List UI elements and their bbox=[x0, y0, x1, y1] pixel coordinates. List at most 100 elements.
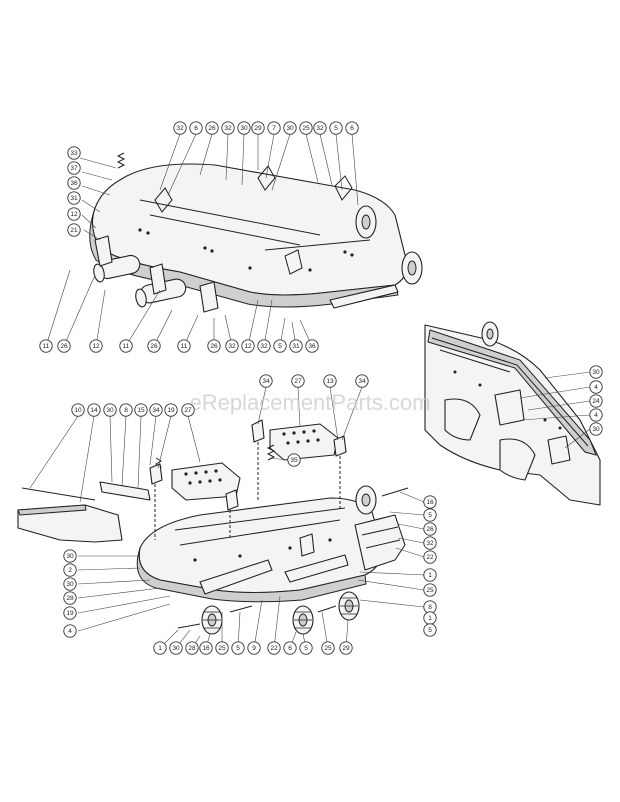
callout-upper-25: 12 bbox=[241, 339, 255, 353]
callout-upper-28: 31 bbox=[289, 339, 303, 353]
callout-label: 27 bbox=[184, 407, 192, 414]
callout-label: 34 bbox=[262, 378, 270, 385]
callout-upper-9: 32 bbox=[313, 121, 327, 135]
callout-label: 13 bbox=[326, 378, 334, 385]
lower-hanger-5 bbox=[299, 533, 315, 557]
upper-roller-bracket-left bbox=[94, 235, 113, 267]
callout-lower-34: 25 bbox=[321, 641, 335, 655]
callout-lower-23: 4 bbox=[63, 624, 77, 638]
callout-lower-37: 25 bbox=[423, 583, 437, 597]
callout-lower-14: 5 bbox=[423, 508, 437, 522]
callout-upper-24: 32 bbox=[225, 339, 239, 353]
callout-lower-21: 28 bbox=[63, 591, 77, 605]
callout-lower-25: 30 bbox=[169, 641, 183, 655]
callout-label: 1 bbox=[428, 572, 432, 579]
lower-axle-bolt-3 bbox=[177, 623, 201, 629]
callout-upper-2: 26 bbox=[205, 121, 219, 135]
callout-upper-13: 36 bbox=[67, 176, 81, 190]
upper-deck-baffle bbox=[139, 199, 371, 251]
callout-label: 2 bbox=[68, 567, 72, 574]
callout-label: 31 bbox=[70, 195, 78, 202]
inset-lower-bracket bbox=[547, 435, 571, 465]
callout-lower-26: 28 bbox=[185, 641, 199, 655]
callout-label: 32 bbox=[316, 125, 324, 132]
inset-bracket bbox=[494, 389, 525, 426]
callout-label: 32 bbox=[224, 125, 232, 132]
callout-label: 36 bbox=[70, 180, 78, 187]
lower-deck-assembly bbox=[17, 386, 425, 649]
callout-label: 22 bbox=[426, 554, 434, 561]
callout-upper-30: 6 bbox=[345, 121, 359, 135]
lower-assembly-dash bbox=[154, 442, 341, 540]
callout-label: 26 bbox=[150, 343, 158, 350]
callout-label: 25 bbox=[302, 125, 310, 132]
callout-label: 36 bbox=[308, 343, 316, 350]
lower-mounting-bar bbox=[99, 481, 151, 501]
lower-wheel-front-left bbox=[201, 605, 223, 635]
watermark-text: eReplacementParts.com bbox=[190, 390, 431, 415]
lower-deck-skirt bbox=[136, 547, 367, 603]
upper-hanger-bracket-2 bbox=[257, 165, 276, 191]
callout-label: 33 bbox=[70, 150, 78, 157]
lower-spring-35 bbox=[266, 444, 276, 461]
callout-label: 26 bbox=[426, 526, 434, 533]
callout-label: 1 bbox=[158, 645, 162, 652]
callout-upper-1: 6 bbox=[189, 121, 203, 135]
lower-wheel-top bbox=[355, 485, 377, 515]
callout-lower-40: 5 bbox=[423, 623, 437, 637]
callout-upper-7: 30 bbox=[283, 121, 297, 135]
upper-spring-33 bbox=[116, 152, 126, 169]
callout-upper-16: 21 bbox=[67, 223, 81, 237]
lower-front-arm-2 bbox=[284, 554, 349, 583]
lower-axle-bolt-2 bbox=[317, 605, 337, 613]
callout-label: 5 bbox=[278, 343, 282, 350]
lower-front-arm bbox=[199, 559, 273, 595]
callout-label: 19 bbox=[66, 610, 74, 617]
callout-lower-39: 1 bbox=[423, 611, 437, 625]
lower-hanger-3 bbox=[149, 463, 163, 485]
upper-hanger-bracket-4 bbox=[334, 175, 353, 201]
callout-label: 11 bbox=[43, 343, 50, 350]
callout-label: 30 bbox=[592, 369, 600, 376]
callout-upper-0: 32 bbox=[173, 121, 187, 135]
callout-label: 30 bbox=[66, 581, 74, 588]
callout-label: 11 bbox=[181, 343, 188, 350]
callout-label: 5 bbox=[304, 645, 308, 652]
callout-lower-7: 27 bbox=[181, 403, 195, 417]
lower-side-bracket bbox=[354, 514, 406, 571]
callout-label: 12 bbox=[70, 211, 78, 218]
callout-label: 6 bbox=[350, 125, 354, 132]
callout-upper-19: 12 bbox=[89, 339, 103, 353]
callout-lower-36: 1 bbox=[423, 568, 437, 582]
callout-label: 8 bbox=[428, 604, 432, 611]
callout-label: 30 bbox=[240, 125, 248, 132]
callout-label: 16 bbox=[202, 645, 210, 652]
lower-hanger-4 bbox=[225, 489, 239, 511]
callout-lower-4: 15 bbox=[134, 403, 148, 417]
callout-label: 6 bbox=[194, 125, 198, 132]
callout-lower-1: 14 bbox=[87, 403, 101, 417]
callout-upper-4: 30 bbox=[237, 121, 251, 135]
upper-deck-holes bbox=[138, 228, 354, 272]
lower-step-plate-left-holes bbox=[184, 469, 222, 485]
callout-label: 29 bbox=[254, 125, 262, 132]
callout-upper-15: 12 bbox=[67, 207, 81, 221]
callout-lower-20: 30 bbox=[63, 577, 77, 591]
callout-label: 26 bbox=[210, 343, 218, 350]
callout-label: 31 bbox=[292, 343, 300, 350]
callout-lower-11: 34 bbox=[355, 374, 369, 388]
inset-leader-lines bbox=[519, 371, 591, 449]
lower-step-plate-right-holes bbox=[282, 429, 320, 445]
callout-label: 30 bbox=[172, 645, 180, 652]
callout-label: 30 bbox=[286, 125, 294, 132]
callout-label: 30 bbox=[106, 407, 114, 414]
callout-label: 26 bbox=[208, 125, 216, 132]
callout-label: 16 bbox=[426, 499, 434, 506]
callout-lower-15: 26 bbox=[423, 522, 437, 536]
upper-rear-wheel-2 bbox=[401, 251, 423, 285]
callout-lower-10: 13 bbox=[323, 374, 337, 388]
callout-lower-16: 32 bbox=[423, 536, 437, 550]
callout-inset-1: 4 bbox=[589, 380, 603, 394]
callout-label: 22 bbox=[270, 645, 278, 652]
callout-label: 30 bbox=[66, 553, 74, 560]
